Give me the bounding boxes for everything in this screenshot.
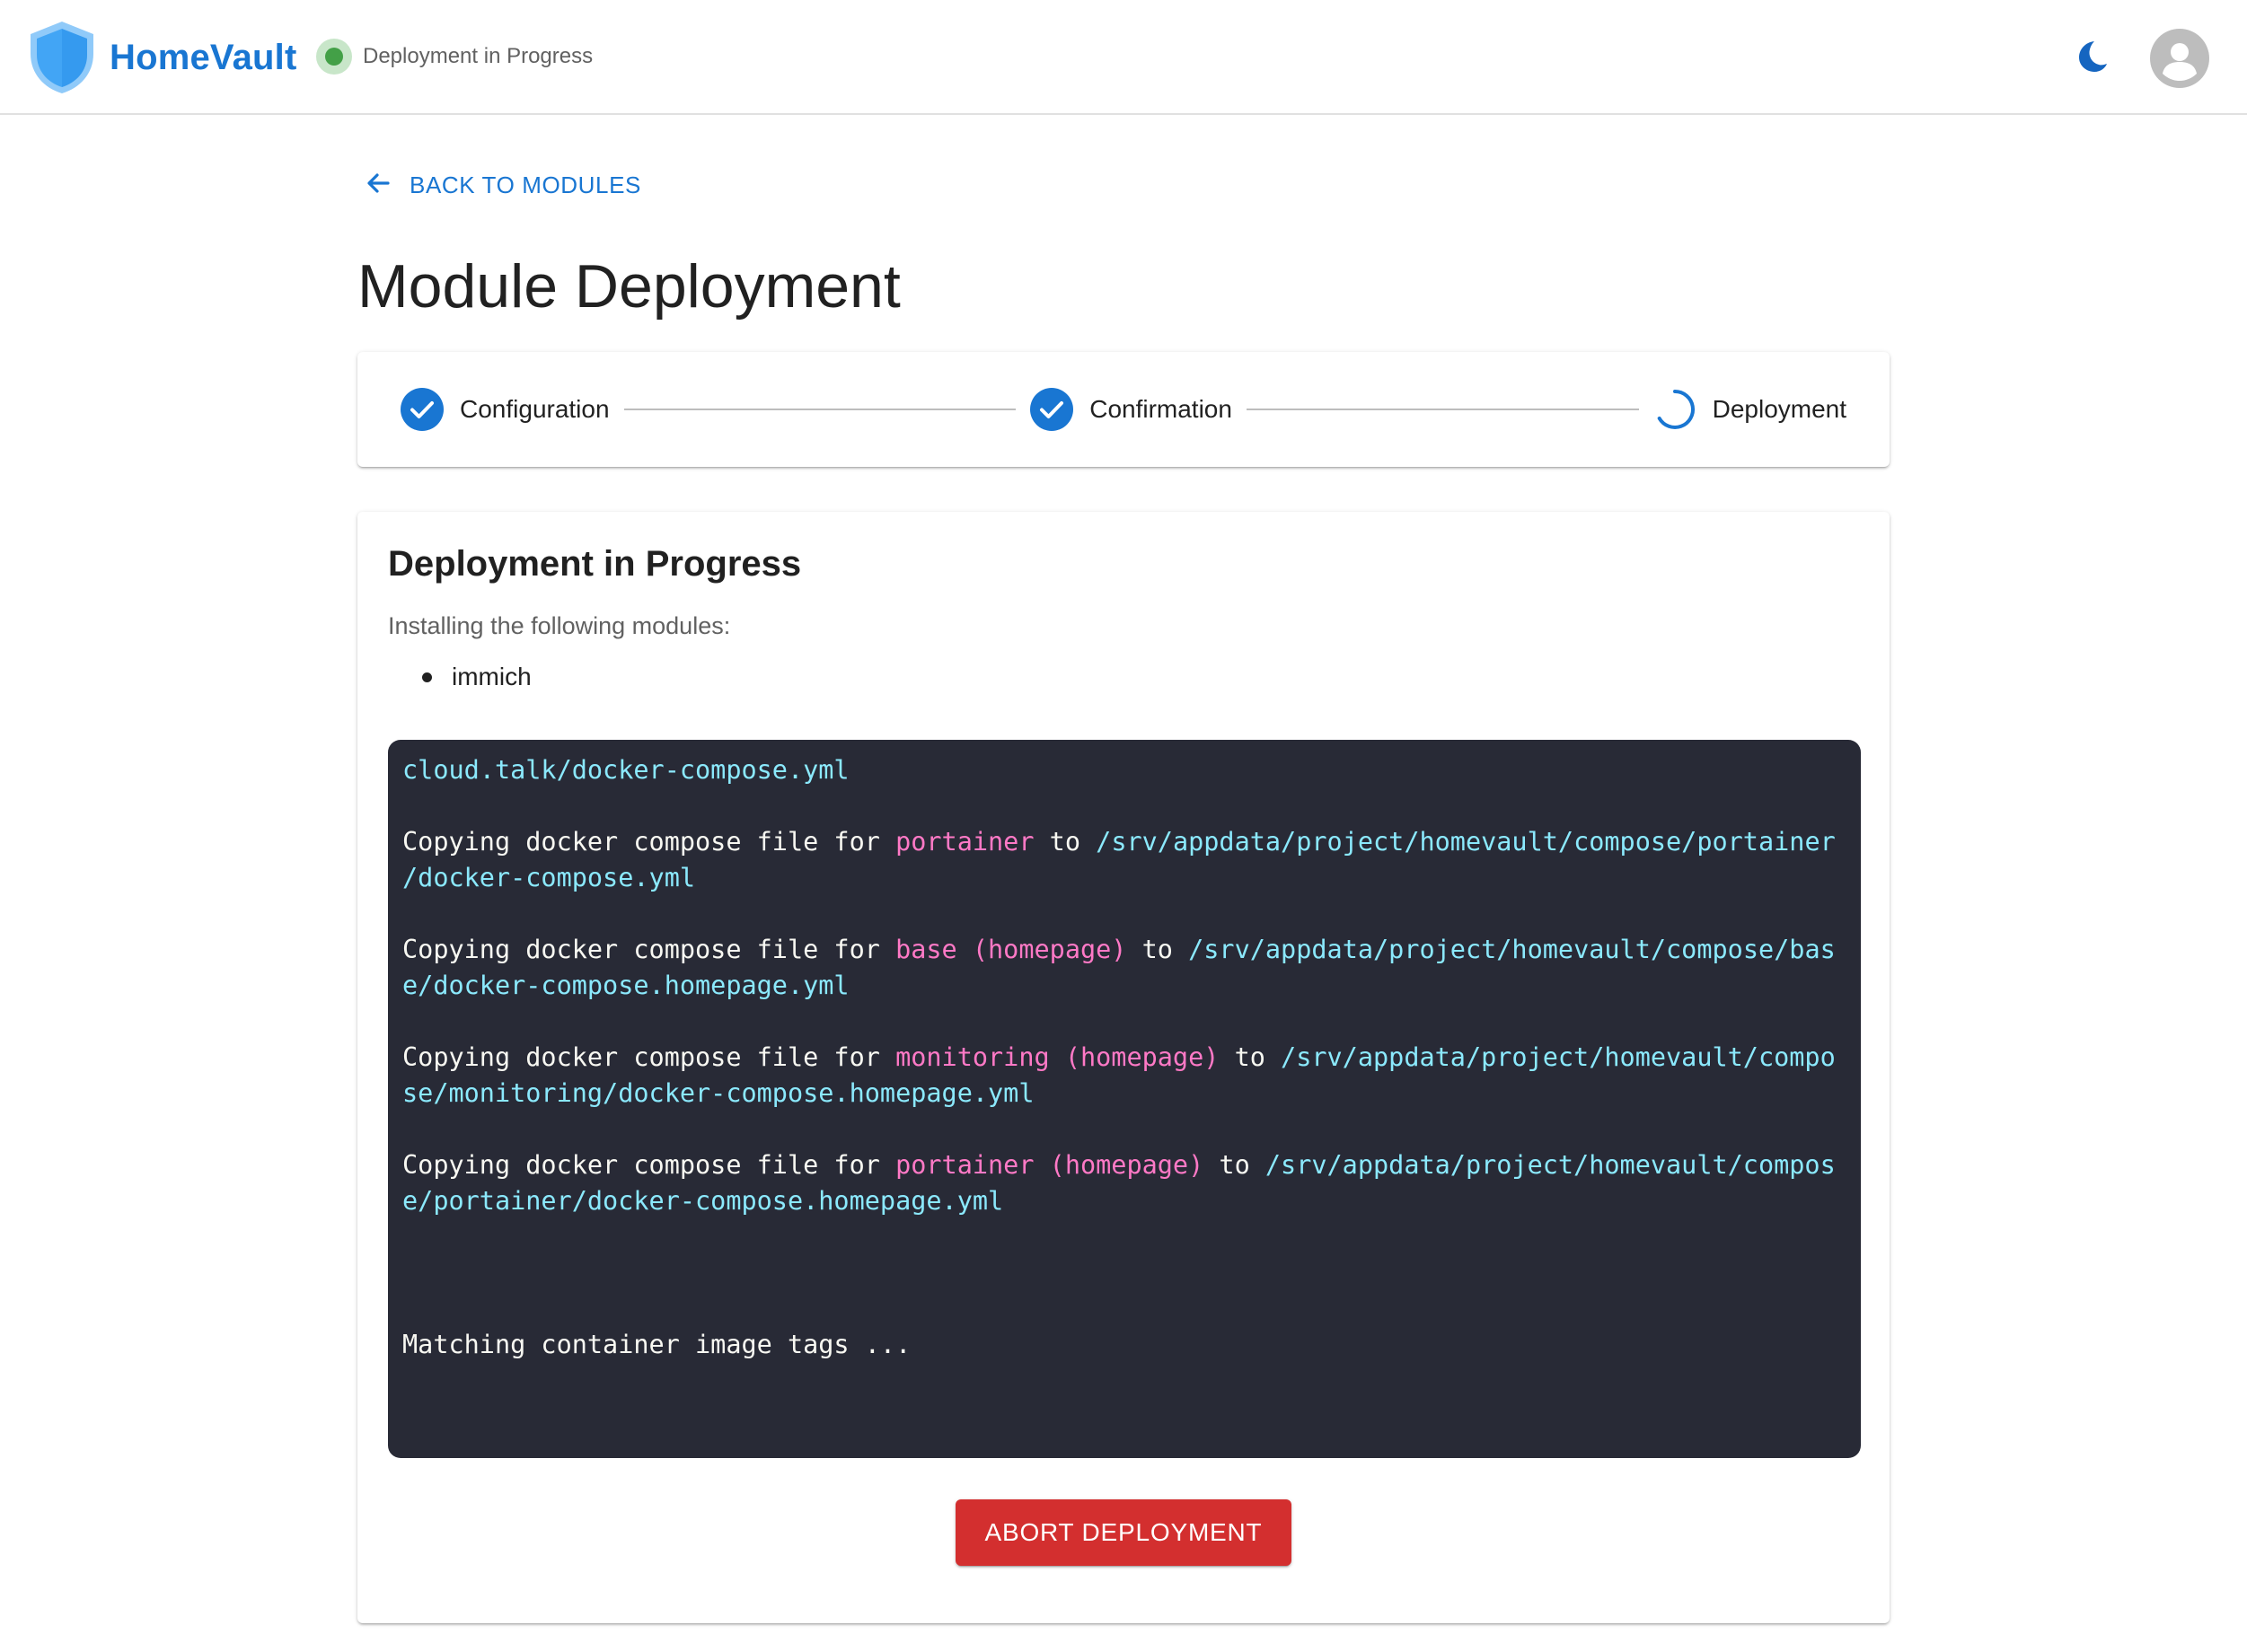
abort-deployment-button[interactable]: ABORT DEPLOYMENT <box>956 1499 1291 1566</box>
log-blank-line <box>402 896 1846 932</box>
log-text: to <box>1126 935 1189 964</box>
log-blank-line <box>402 1219 1846 1255</box>
bullet-icon <box>422 672 432 682</box>
module-name: immich <box>452 663 532 690</box>
back-to-modules-link[interactable]: BACK TO MODULES <box>363 167 641 203</box>
log-path: cloud.talk/docker-compose.yml <box>402 755 850 785</box>
log-line: /docker-compose.yml <box>402 860 1846 896</box>
account-circle-icon <box>2150 43 2209 88</box>
log-path: e/docker-compose.homepage.yml <box>402 971 850 1000</box>
log-text: Copying docker compose file for <box>402 935 896 964</box>
log-text: Copying docker compose file for <box>402 1042 896 1072</box>
app-header: HomeVault Deployment in Progress <box>0 0 2247 115</box>
log-path: /docker-compose.yml <box>402 863 696 892</box>
log-module-name: portainer (homepage) <box>895 1150 1204 1180</box>
log-blank-line <box>402 1004 1846 1040</box>
log-text: Matching container image tags ... <box>402 1330 912 1359</box>
deployment-progress-card: Deployment in Progress Installing the fo… <box>357 512 1890 1623</box>
log-path: /srv/appdata/project/homevault/compose/b… <box>1188 935 1836 964</box>
log-module-name: monitoring (homepage) <box>895 1042 1220 1072</box>
log-path: se/monitoring/docker-compose.homepage.ym… <box>402 1078 1035 1108</box>
log-module-name: base (homepage) <box>895 935 1127 964</box>
user-avatar-button[interactable] <box>2150 29 2209 88</box>
section-subtitle: Installing the following modules: <box>388 612 731 639</box>
page-title: Module Deployment <box>357 252 901 321</box>
step-configuration: Configuration <box>401 388 610 431</box>
step-label: Confirmation <box>1089 395 1232 423</box>
step-deployment: Deployment <box>1653 388 1846 431</box>
check-circle-icon <box>401 388 444 431</box>
section-title: Deployment in Progress <box>388 544 802 584</box>
log-text: Copying docker compose file for <box>402 827 896 857</box>
shield-logo-icon <box>27 20 97 95</box>
log-text: to <box>1034 827 1097 857</box>
list-item: immich <box>422 659 532 695</box>
brand[interactable]: HomeVault <box>27 20 297 95</box>
log-line: Copying docker compose file for portaine… <box>402 824 1846 860</box>
deployment-stepper: Configuration Confirmation Deployment <box>357 352 1890 467</box>
log-line: Copying docker compose file for base (ho… <box>402 932 1846 968</box>
log-blank-line <box>402 1112 1846 1147</box>
module-list: immich <box>422 659 532 695</box>
log-line: e/portainer/docker-compose.homepage.yml <box>402 1183 1846 1219</box>
log-text: to <box>1219 1042 1282 1072</box>
log-text: Copying docker compose file for <box>402 1150 896 1180</box>
step-confirmation: Confirmation <box>1030 388 1232 431</box>
log-path: /srv/appdata/project/homevault/compose/p… <box>1096 827 1836 857</box>
log-line: Copying docker compose file for portaine… <box>402 1147 1846 1183</box>
log-line: se/monitoring/docker-compose.homepage.ym… <box>402 1076 1846 1112</box>
log-path: e/portainer/docker-compose.homepage.yml <box>402 1186 1004 1216</box>
log-blank-line <box>402 1255 1846 1291</box>
log-module-name: portainer <box>895 827 1035 857</box>
arrow-left-icon <box>363 168 393 203</box>
log-path: /srv/appdata/project/homevault/compo <box>1281 1042 1836 1072</box>
step-connector <box>1246 409 1639 410</box>
back-link-label: BACK TO MODULES <box>410 171 641 198</box>
theme-toggle-button[interactable] <box>2071 36 2114 79</box>
log-line: Matching container image tags ... <box>402 1327 1846 1363</box>
app-name: HomeVault <box>110 37 297 77</box>
log-blank-line <box>402 788 1846 824</box>
step-connector <box>623 409 1017 410</box>
log-blank-line <box>402 1291 1846 1327</box>
status-indicator-icon <box>316 39 352 75</box>
step-label: Configuration <box>460 395 610 423</box>
log-line: e/docker-compose.homepage.yml <box>402 968 1846 1004</box>
log-text: to <box>1203 1150 1265 1180</box>
log-line: cloud.talk/docker-compose.yml <box>402 752 1846 788</box>
deployment-status-chip: Deployment in Progress <box>316 37 593 76</box>
log-path: /srv/appdata/project/homevault/compos <box>1264 1150 1836 1180</box>
log-line: Copying docker compose file for monitori… <box>402 1040 1846 1076</box>
status-text: Deployment in Progress <box>363 44 594 68</box>
check-circle-icon <box>1030 388 1074 431</box>
moon-icon <box>2075 38 2110 78</box>
spinner-icon <box>1653 388 1696 431</box>
step-label: Deployment <box>1712 395 1847 423</box>
